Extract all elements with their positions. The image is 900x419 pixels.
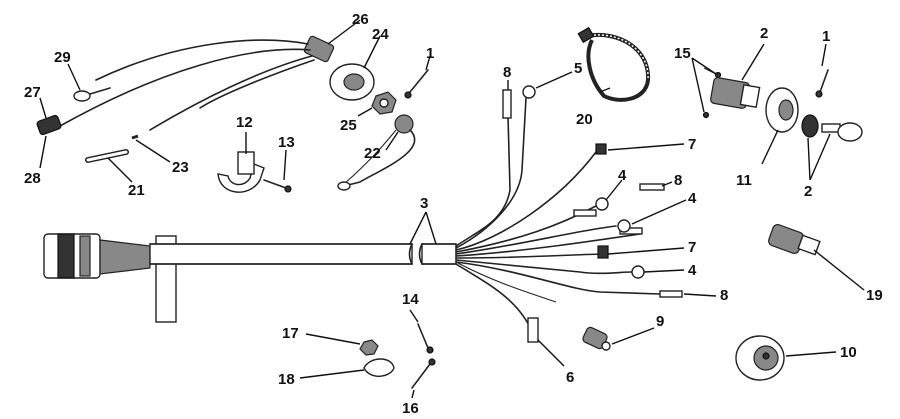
callout-1-right: 1	[822, 28, 830, 45]
part-13-screw	[263, 179, 287, 189]
callout-13: 13	[278, 134, 295, 151]
clamp-group	[217, 151, 292, 193]
part-16-screw	[411, 363, 431, 389]
callout-22: 22	[364, 145, 381, 162]
part-29-terminal	[73, 90, 91, 102]
callout-26: 26	[352, 11, 369, 28]
main-harness	[43, 85, 683, 343]
callout-3: 3	[420, 195, 428, 212]
callout-6: 6	[566, 369, 574, 386]
callout-4-b: 4	[688, 190, 697, 207]
part-20-strap	[577, 26, 651, 102]
callout-1: 1	[426, 45, 434, 62]
callout-2-top: 2	[760, 25, 768, 42]
part-14-screw	[417, 323, 429, 349]
callout-14: 14	[402, 291, 419, 308]
fastener-group	[359, 323, 436, 389]
ignition-cable-group	[36, 35, 429, 191]
callout-24: 24	[372, 26, 389, 43]
callout-8-bottom: 8	[720, 287, 728, 304]
callout-2-right: 2	[804, 183, 812, 200]
callout-18: 18	[278, 371, 295, 388]
ignition-switch-group	[702, 67, 863, 142]
callout-5: 5	[574, 60, 582, 77]
part-22-switch	[394, 114, 414, 134]
callout-27: 27	[24, 84, 41, 101]
callout-labels: 26 24 1 29 27 28 25 22 12 13 21 23 8 5 2…	[24, 11, 883, 417]
callout-7-bottom: 7	[688, 239, 696, 256]
part-23-piece	[131, 134, 139, 140]
callout-20: 20	[576, 111, 593, 128]
part-10-housing	[735, 335, 785, 381]
part-17-nut	[359, 339, 379, 356]
part-26-fitting	[303, 35, 335, 63]
part-18-clamp	[363, 358, 395, 377]
callout-21: 21	[128, 182, 145, 199]
callout-9: 9	[656, 313, 664, 330]
callout-12: 12	[236, 114, 253, 131]
part-9-connector	[582, 326, 611, 351]
callout-7-top: 7	[688, 136, 696, 153]
callout-28: 28	[24, 170, 41, 187]
callout-8-top: 8	[503, 64, 511, 81]
callout-23: 23	[172, 159, 189, 176]
callout-16: 16	[402, 400, 419, 417]
part-15-screw-b	[702, 111, 710, 119]
callout-11: 11	[736, 172, 752, 189]
callout-25: 25	[340, 117, 357, 134]
callout-4-c: 4	[688, 262, 697, 279]
part-1-screw-a	[409, 69, 429, 93]
callout-4-a: 4	[618, 167, 627, 184]
part-27-plug	[36, 114, 62, 136]
callout-8-mid: 8	[674, 172, 682, 189]
part-19-plug	[768, 223, 821, 256]
callout-19: 19	[866, 287, 883, 304]
part-1-screw-b	[819, 69, 829, 93]
callout-29: 29	[54, 49, 71, 66]
callout-10: 10	[840, 344, 857, 361]
callout-15: 15	[674, 45, 691, 62]
part-2-key	[821, 123, 841, 133]
callout-17: 17	[282, 325, 299, 342]
part-2-key-cylinder	[801, 114, 819, 138]
leader-lines	[39, 19, 865, 399]
